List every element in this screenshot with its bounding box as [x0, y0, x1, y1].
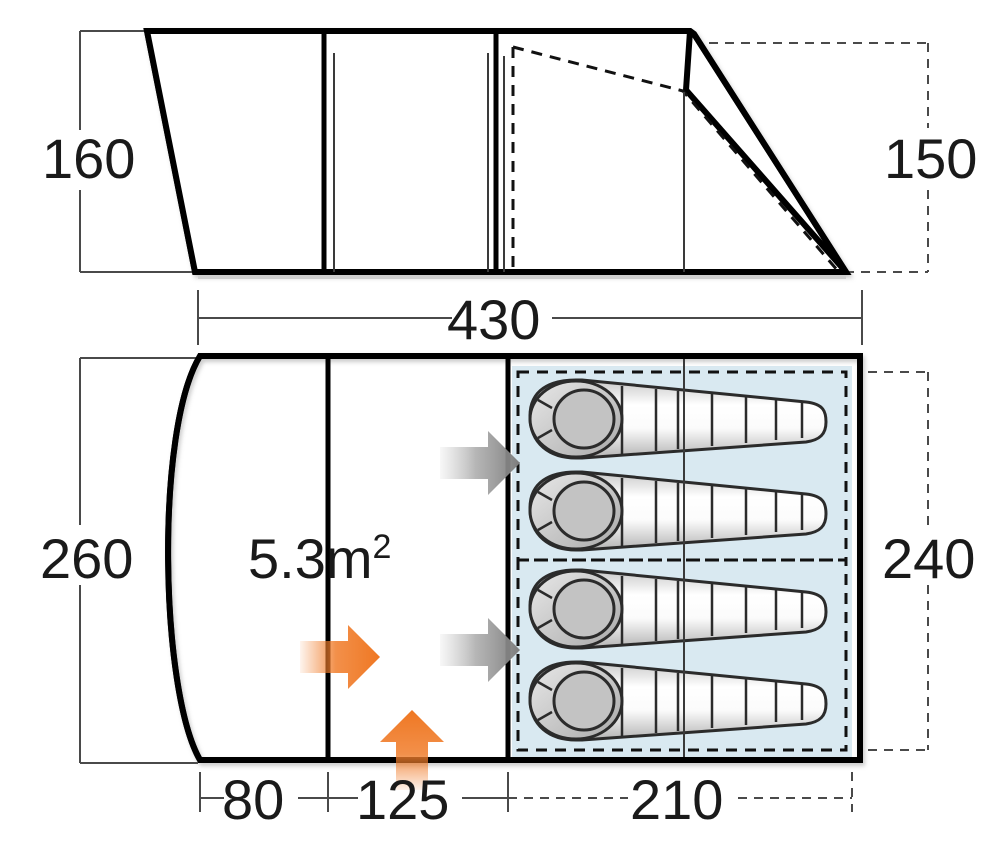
dim-label-240: 240 — [882, 527, 975, 590]
dim-label-210: 210 — [630, 768, 723, 831]
dim-label-150: 150 — [884, 127, 977, 190]
grey-arrow-bedroom-top — [440, 431, 520, 495]
sleeping-bag — [528, 378, 828, 460]
bag-hood-inner — [552, 670, 616, 732]
bag-hood-inner — [552, 578, 616, 640]
floor-area-label: 5.3m2 — [248, 527, 391, 590]
elevation-inner-tent-dashed — [512, 45, 840, 272]
dim-160-extension-lines — [79, 30, 205, 273]
sleeping-bag — [528, 660, 828, 742]
floor-area-exponent: 2 — [373, 528, 392, 566]
orange-arrow-side — [300, 625, 380, 689]
dim-label-160: 160 — [42, 127, 135, 190]
plan-inner-bedroom-upper-dashed — [516, 370, 848, 562]
dim-label-430: 430 — [447, 288, 540, 351]
bottom-dimension-chain: 80 125 210 — [199, 768, 853, 831]
side-elevation-view: 160 150 — [42, 28, 977, 279]
dim-label-80: 80 — [222, 768, 284, 831]
dim-240-extension-lines — [868, 371, 929, 751]
sleeping-bag — [528, 568, 828, 650]
sleeping-bag-group — [528, 378, 828, 742]
plan-tent-outline-top — [165, 353, 863, 763]
bag-hood-inner — [552, 480, 616, 542]
elevation-rear-slope — [682, 30, 849, 274]
plan-inner-bedroom-lower-dashed — [516, 558, 848, 752]
dim-260-extension-lines — [79, 357, 198, 764]
dim-label-125: 125 — [356, 768, 449, 831]
orange-arrow-front — [380, 710, 444, 790]
elevation-front-fill — [150, 33, 509, 269]
bag-hood-inner — [552, 388, 616, 450]
elevation-tent-outline-stroke — [143, 28, 852, 275]
dim-430-group: 430 — [197, 288, 863, 351]
floor-area-unit: m — [326, 527, 373, 590]
floor-plan-view: 5.3m2 260 240 — [40, 353, 975, 790]
floor-area-value: 5.3 — [248, 527, 326, 590]
grey-arrow-bedroom-bottom — [440, 618, 520, 682]
dim-label-260: 260 — [40, 527, 133, 590]
sleeping-bag — [528, 470, 828, 552]
